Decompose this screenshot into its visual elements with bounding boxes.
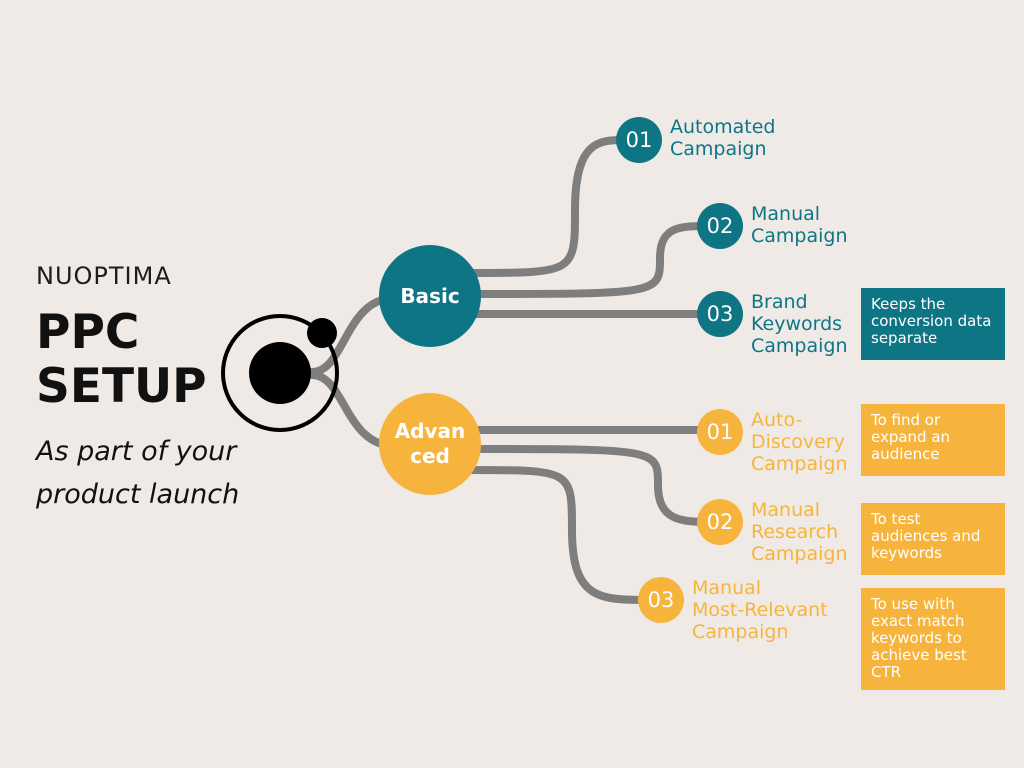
basic-item-01-label: Automated Campaign bbox=[670, 116, 775, 160]
advanced-item-01-number: 01 bbox=[697, 409, 743, 455]
basic-item-03-number: 03 bbox=[697, 291, 743, 337]
advanced-item-02-line-1: Manual bbox=[751, 499, 821, 521]
basic-item-03-line-3: Campaign bbox=[751, 335, 848, 357]
advanced-item-03-note: To use with exact match keywords to achi… bbox=[861, 588, 1005, 690]
connector-advanced-03 bbox=[466, 466, 654, 604]
advanced-item-03-line-2: Most-Relevant bbox=[692, 599, 828, 621]
advanced-item-01-note: To find or expand an audience bbox=[861, 404, 1005, 476]
basic-item-03-label: Brand Keywords Campaign bbox=[751, 291, 848, 357]
basic-item-01-number: 01 bbox=[616, 117, 662, 163]
subtitle: As part of your product launch bbox=[36, 430, 239, 516]
advanced-item-03-line-3: Campaign bbox=[692, 621, 789, 643]
basic-item-02-line-2: Campaign bbox=[751, 225, 848, 247]
basic-item-01-line-1: Automated bbox=[670, 116, 776, 138]
subtitle-line-1: As part of your bbox=[36, 436, 237, 467]
advanced-item-02-line-3: Campaign bbox=[751, 543, 848, 565]
advanced-item-02-label: Manual Research Campaign bbox=[751, 499, 848, 565]
page-title: PPC SETUP bbox=[36, 306, 207, 414]
advanced-item-01-line-1: Auto- bbox=[751, 409, 803, 431]
advanced-item-03-line-1: Manual bbox=[692, 577, 762, 599]
basic-item-03-line-2: Keywords bbox=[751, 313, 843, 335]
title-line-1: PPC bbox=[36, 305, 140, 360]
connector-basic-02 bbox=[466, 222, 714, 298]
advanced-hub-label: Advan ced bbox=[395, 419, 466, 469]
basic-item-03-line-1: Brand bbox=[751, 291, 808, 313]
advanced-hub-label-line-2: ced bbox=[410, 444, 450, 468]
advanced-item-03-label: Manual Most-Relevant Campaign bbox=[692, 577, 828, 643]
basic-item-02-number: 02 bbox=[697, 203, 743, 249]
connector-basic-01 bbox=[466, 136, 629, 277]
advanced-item-03-number: 03 bbox=[638, 577, 684, 623]
orbit-logo-icon bbox=[221, 314, 339, 432]
brand-name: NUOPTIMA bbox=[36, 262, 172, 290]
advanced-hub-label-line-1: Advan bbox=[394, 419, 466, 443]
advanced-item-01-label: Auto- Discovery Campaign bbox=[751, 409, 848, 475]
connector-advanced-02 bbox=[466, 445, 714, 526]
advanced-item-02-note: To test audiences and keywords bbox=[861, 503, 1005, 575]
basic-hub-label: Basic bbox=[400, 283, 460, 308]
advanced-item-01-line-3: Campaign bbox=[751, 453, 848, 475]
basic-item-03-note: Keeps the conversion data separate bbox=[861, 288, 1005, 360]
advanced-item-02-number: 02 bbox=[697, 499, 743, 545]
basic-item-01-line-2: Campaign bbox=[670, 138, 767, 160]
title-line-2: SETUP bbox=[36, 359, 207, 414]
basic-hub: Basic bbox=[379, 245, 481, 347]
basic-item-02-label: Manual Campaign bbox=[751, 203, 848, 247]
advanced-item-01-line-2: Discovery bbox=[751, 431, 845, 453]
basic-item-02-line-1: Manual bbox=[751, 203, 821, 225]
advanced-hub: Advan ced bbox=[379, 393, 481, 495]
advanced-item-02-line-2: Research bbox=[751, 521, 839, 543]
subtitle-line-2: product launch bbox=[36, 479, 240, 510]
